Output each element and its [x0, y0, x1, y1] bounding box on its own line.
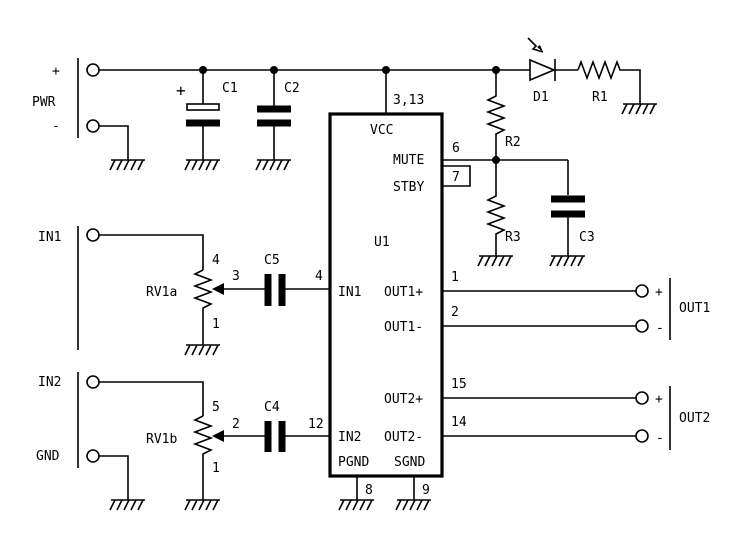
- out2-plus-sign: +: [655, 392, 663, 407]
- pin-stby-name: STBY: [393, 180, 424, 195]
- ic-label: U1: [374, 235, 390, 250]
- pwr-minus-sign: -: [52, 119, 60, 134]
- gnd-terminal[interactable]: [86, 449, 100, 463]
- pin-in2-number: 12: [308, 417, 324, 432]
- pwr-label: PWR: [32, 95, 56, 110]
- gnd-label: GND: [36, 449, 60, 464]
- pwr-minus-terminal[interactable]: [86, 119, 100, 133]
- input-connector: IN1 IN2 GND: [36, 226, 145, 511]
- output-2: 15 14 + - OUT2: [442, 377, 710, 450]
- vcc-rail: [99, 66, 530, 74]
- out2-minus-sign: -: [656, 431, 664, 446]
- in1-terminal[interactable]: [86, 228, 100, 242]
- c5-label: C5: [264, 253, 280, 268]
- pin-out1m-number: 2: [451, 305, 459, 320]
- pin-mute-name: MUTE: [393, 153, 424, 168]
- capacitor-c2: C2: [255, 70, 300, 171]
- pin-out1p-name: OUT1+: [384, 285, 423, 300]
- pin-pgnd-name: PGND: [338, 455, 369, 470]
- rv1b-label: RV1b: [146, 432, 177, 447]
- out1-minus-terminal[interactable]: [635, 319, 649, 333]
- rv1a-pin-wiper: 3: [232, 269, 240, 284]
- resistor-r1: R1: [577, 59, 657, 115]
- c1-label: C1: [222, 81, 238, 96]
- pin-out1p-number: 1: [451, 270, 459, 285]
- r3-label: R3: [505, 230, 521, 245]
- pin-out2m-name: OUT2-: [384, 430, 423, 445]
- pin-pgnd-number: 8: [365, 483, 373, 498]
- c2-label: C2: [284, 81, 300, 96]
- potentiometer-rv1b: RV1b 5 2 1: [99, 381, 265, 511]
- ground-symbol: [109, 159, 145, 171]
- c4-label: C4: [264, 400, 280, 415]
- rv1a-pin-bottom: 1: [212, 317, 220, 332]
- pin-out1m-name: OUT1-: [384, 320, 423, 335]
- ic-u1: U1 VCC MUTE STBY IN1 OUT1+ OUT1- OUT2+ I…: [328, 112, 444, 478]
- rv1b-pin-wiper: 2: [232, 417, 240, 432]
- out1-plus-terminal[interactable]: [635, 284, 649, 298]
- in2-label: IN2: [38, 375, 61, 390]
- in2-terminal[interactable]: [86, 375, 100, 389]
- pin-in2-name: IN2: [338, 430, 361, 445]
- potentiometer-rv1a: RV1a 4 3 1: [99, 234, 265, 356]
- pwr-plus-sign: +: [52, 64, 60, 79]
- pwr-plus-terminal[interactable]: [86, 63, 100, 77]
- c1-polarity: +: [176, 81, 186, 100]
- out2-label: OUT2: [679, 411, 710, 426]
- power-input: + PWR -: [32, 58, 145, 171]
- pin-out2p-name: OUT2+: [384, 392, 423, 407]
- pin-vcc-name: VCC: [370, 123, 393, 138]
- rv1a-label: RV1a: [146, 285, 177, 300]
- ground-pins: 8 9: [338, 476, 431, 511]
- in1-label: IN1: [38, 230, 61, 245]
- pin-in1-name: IN1: [338, 285, 361, 300]
- output-1: 1 2 + - OUT1: [442, 270, 710, 340]
- rv1a-pin-top: 4: [212, 253, 220, 268]
- pin-out2p-number: 15: [451, 377, 467, 392]
- pin-sgnd-name: SGND: [394, 455, 425, 470]
- capacitor-c1: + C1: [176, 70, 238, 171]
- out1-label: OUT1: [679, 301, 710, 316]
- pin-stby-number: 7: [452, 170, 460, 185]
- r1-label: R1: [592, 90, 608, 105]
- capacitor-c4: C4 12: [264, 400, 330, 452]
- pin-in1-number: 4: [315, 269, 323, 284]
- vcc-pin-number: 3,13: [393, 93, 424, 108]
- d1-label: D1: [533, 90, 549, 105]
- pin-out2m-number: 14: [451, 415, 467, 430]
- mute-network: R2 R3 C3: [442, 70, 595, 267]
- pin-sgnd-number: 9: [422, 483, 430, 498]
- pin-mute-number: 6: [452, 141, 460, 156]
- out2-plus-terminal[interactable]: [635, 391, 649, 405]
- capacitor-c5: C5 4: [264, 253, 330, 306]
- r2-label: R2: [505, 135, 521, 150]
- rv1b-pin-top: 5: [212, 400, 220, 415]
- out2-minus-terminal[interactable]: [635, 429, 649, 443]
- led-d1: D1: [527, 37, 578, 105]
- c3-label: C3: [579, 230, 595, 245]
- out1-minus-sign: -: [656, 321, 664, 336]
- rv1b-pin-bottom: 1: [212, 461, 220, 476]
- out1-plus-sign: +: [655, 285, 663, 300]
